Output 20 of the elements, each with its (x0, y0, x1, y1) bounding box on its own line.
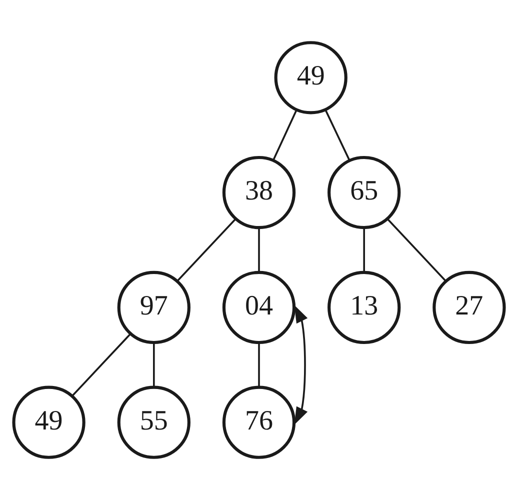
node-circle: 27 (432, 270, 506, 344)
connector (386, 218, 447, 282)
connector (176, 218, 236, 282)
connector (258, 342, 260, 387)
connector (258, 228, 260, 272)
connector (153, 342, 155, 387)
node-circle: 38 (222, 156, 296, 230)
node-circle: 55 (117, 386, 190, 459)
arrow (294, 304, 308, 425)
connector (71, 333, 132, 397)
connector (324, 109, 350, 161)
node-circle: 49 (12, 386, 86, 459)
connector (272, 110, 298, 161)
node-circle: 97 (117, 270, 190, 344)
connector (363, 228, 366, 272)
node-circle: 13 (328, 270, 401, 344)
node-circle: 04 (222, 270, 296, 344)
node-circle: 49 (274, 41, 348, 114)
node-circle: 76 (222, 386, 296, 459)
node-circle: 65 (328, 156, 401, 230)
